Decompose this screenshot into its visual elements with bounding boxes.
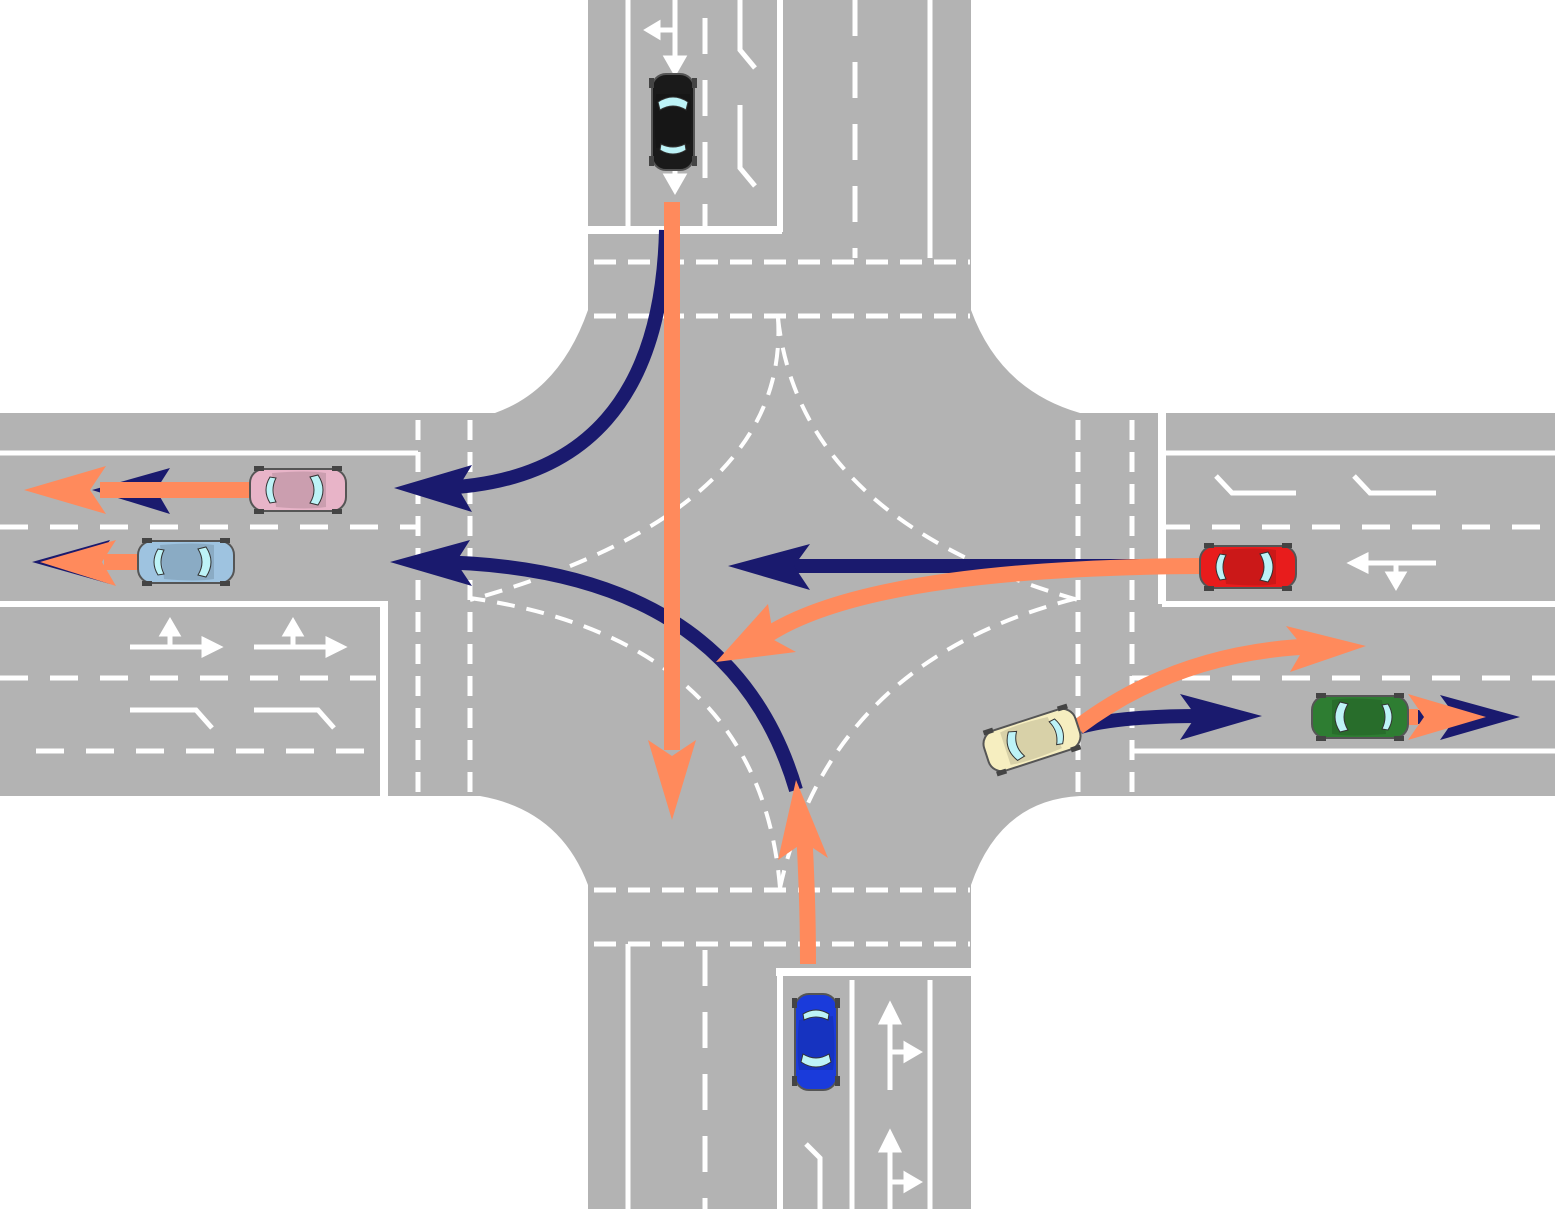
junction-area [0,310,1555,1209]
lane-arrow-north-2 [737,0,757,188]
car-west-pink [249,465,347,515]
car-west-lightblue [137,537,235,587]
arrowhead-east-left [716,604,796,662]
arrowhead-cream-right [1286,626,1366,672]
lane-arrow-west-2 [130,707,336,730]
car-south-blue [791,993,841,1091]
car-north-black [648,73,698,171]
arrowhead-cream-straight [1180,694,1262,740]
arrowhead-south-left [390,540,472,586]
arrowhead-lightblue-straight [40,540,116,586]
lane-arrow-south-2 [804,1142,823,1209]
car-east-red [1199,542,1297,592]
lane-arrow-east-1 [1214,474,1436,496]
arrowhead-east-straight [728,544,810,590]
arrowhead-pink-straight [24,466,106,514]
primary-paths [100,202,1418,965]
path-east-left-turn [755,558,1201,647]
lane-arrow-west-1 [130,617,348,659]
arrowhead-south-straight [778,780,828,860]
lane-arrows [130,0,1436,1209]
path-south-straight [796,829,816,965]
path-north-right-turn [439,229,673,495]
arrowhead-green-straight [1408,694,1486,740]
lane-arrow-east-2 [1346,551,1436,591]
path-cream-right [1073,638,1321,734]
primary-arrowheads [24,466,1486,860]
arrowhead-north-right [394,465,472,512]
arrowhead-north-straight [648,740,696,820]
lane-arrow-south-1 [877,1000,923,1209]
car-east-green [1311,692,1409,742]
